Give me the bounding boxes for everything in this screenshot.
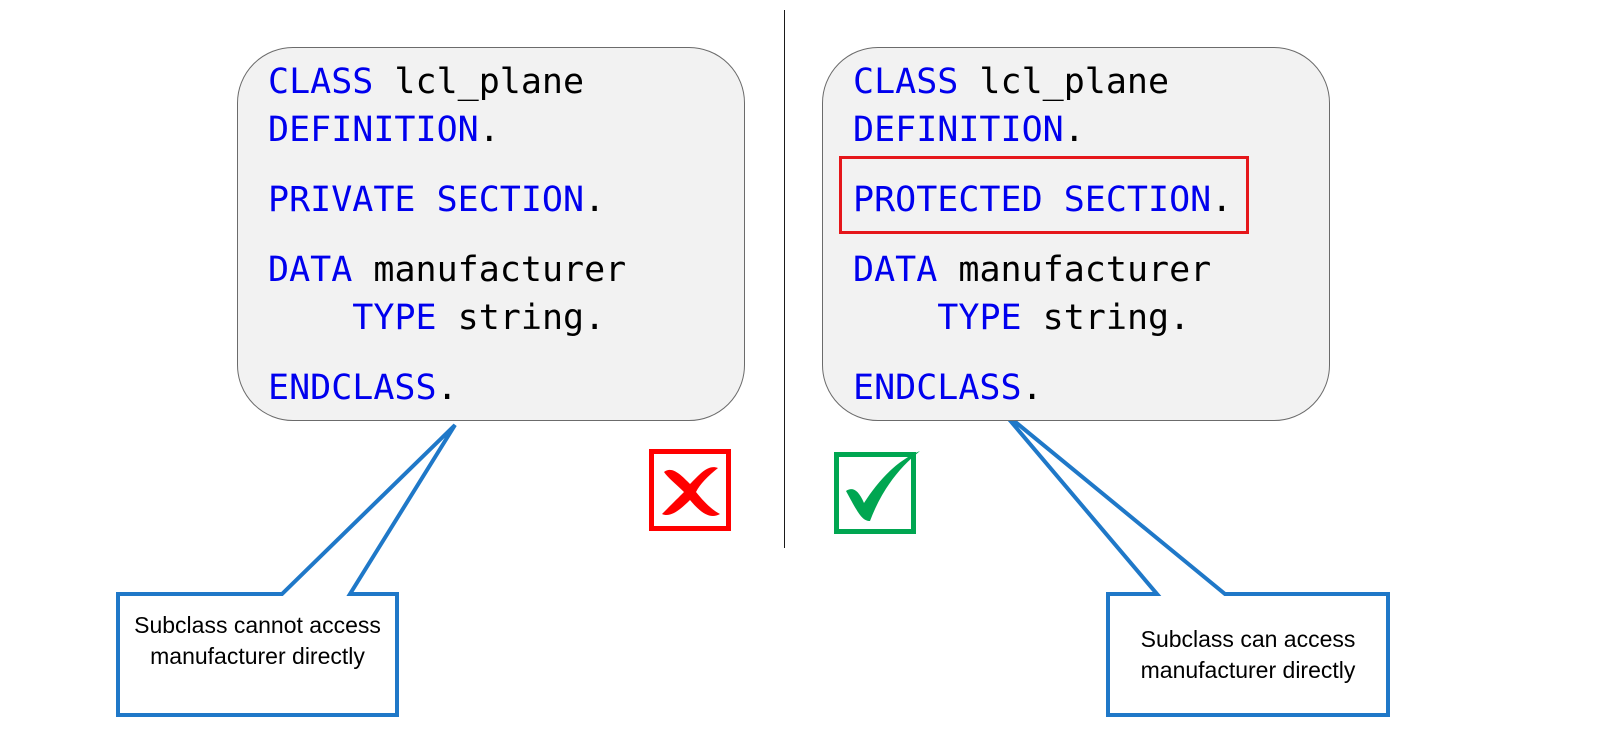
identifier: manufacturer xyxy=(937,250,1212,290)
keyword: CLASS xyxy=(853,62,959,102)
indent xyxy=(268,298,352,338)
left-code-line-class: CLASS lcl_plane xyxy=(268,62,584,102)
keyword: DATA xyxy=(268,250,353,290)
cross-mark-icon xyxy=(649,449,731,531)
keyword: PRIVATE SECTION xyxy=(268,180,585,220)
keyword: CLASS xyxy=(268,62,374,102)
protected-section-highlight xyxy=(839,156,1249,234)
check-glyph xyxy=(846,451,920,521)
right-code-line-definition: DEFINITION. xyxy=(853,110,1085,150)
identifier: lcl_plane xyxy=(373,62,585,102)
keyword: PROTECTED SECTION xyxy=(853,180,1212,220)
keyword: ENDCLASS xyxy=(268,368,437,408)
punctuation: . xyxy=(1063,110,1085,150)
keyword: DEFINITION xyxy=(853,110,1064,150)
left-code-line-definition: DEFINITION. xyxy=(268,110,500,150)
left-code-line-endclass: ENDCLASS. xyxy=(268,368,458,408)
left-code-line-section: PRIVATE SECTION. xyxy=(268,180,605,220)
keyword: TYPE xyxy=(352,298,437,338)
right-code-line-endclass: ENDCLASS. xyxy=(853,368,1043,408)
punctuation: . xyxy=(436,368,458,408)
identifier: lcl_plane xyxy=(958,62,1170,102)
punctuation: . xyxy=(478,110,500,150)
left-code-line-data: DATA manufacturer xyxy=(268,250,626,290)
keyword: ENDCLASS xyxy=(853,368,1022,408)
keyword: DATA xyxy=(853,250,938,290)
right-code-line-type: TYPE string. xyxy=(853,298,1190,338)
right-callout-box xyxy=(1000,409,1390,717)
check-mark-icon xyxy=(834,451,920,534)
left-code-line-type: TYPE string. xyxy=(268,298,605,338)
right-callout-text: Subclass can access manufacturer directl… xyxy=(1140,626,1356,683)
indent xyxy=(853,298,937,338)
left-callout-text: Subclass cannot access manufacturer dire… xyxy=(134,612,381,669)
right-code-box xyxy=(822,47,1330,421)
punctuation: . xyxy=(1021,368,1043,408)
identifier: string. xyxy=(436,298,606,338)
right-code-line-class: CLASS lcl_plane xyxy=(853,62,1169,102)
identifier: string. xyxy=(1021,298,1191,338)
punctuation: . xyxy=(584,180,606,220)
identifier: manufacturer xyxy=(352,250,627,290)
left-callout-box xyxy=(116,423,457,717)
divider-line xyxy=(784,10,785,548)
keyword: TYPE xyxy=(937,298,1022,338)
right-code-line-data: DATA manufacturer xyxy=(853,250,1211,290)
punctuation: . xyxy=(1211,180,1233,220)
left-code-box xyxy=(237,47,745,421)
keyword: DEFINITION xyxy=(268,110,479,150)
right-code-line-section: PROTECTED SECTION. xyxy=(853,180,1232,220)
cross-glyph xyxy=(662,467,720,517)
